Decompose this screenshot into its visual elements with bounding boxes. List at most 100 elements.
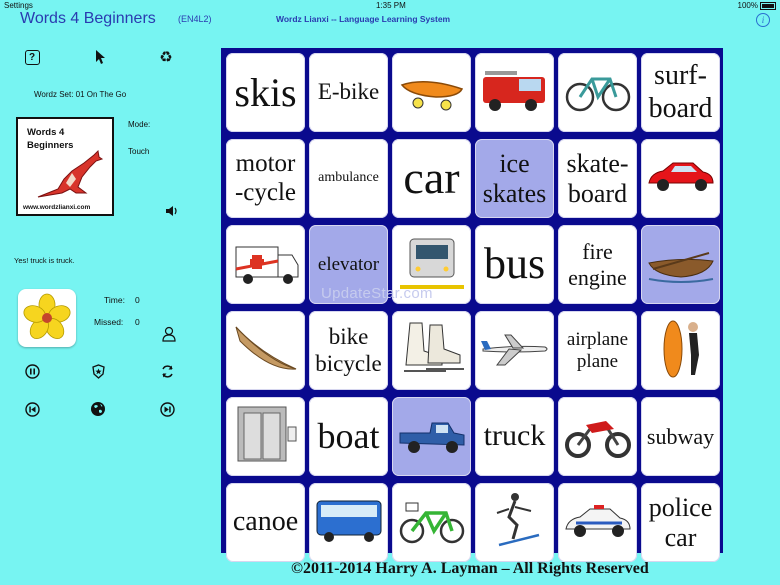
picture-tile[interactable] — [641, 311, 720, 390]
picture-tile[interactable] — [226, 311, 305, 390]
motorcycle-image — [562, 403, 634, 470]
app-title: Words 4 Beginners — [20, 10, 156, 27]
ebike-image — [396, 489, 468, 556]
fire-engine-image — [479, 59, 551, 126]
word-label: car — [403, 152, 460, 204]
word-label: bus — [483, 239, 546, 289]
word-label: motor -cycle — [234, 149, 297, 206]
word-label: airplane plane — [566, 328, 629, 372]
bicycle-image — [562, 59, 634, 126]
word-tile[interactable]: skis — [226, 53, 305, 132]
globe-icon[interactable] — [90, 401, 106, 417]
word-tile[interactable]: elevator — [309, 225, 388, 304]
status-time: 1:35 PM — [376, 1, 406, 10]
bus-image — [313, 489, 385, 556]
picture-tile[interactable] — [475, 53, 554, 132]
picture-tile[interactable] — [641, 225, 720, 304]
app-code: (EN4L2) — [178, 14, 212, 24]
picture-tile[interactable] — [392, 225, 471, 304]
user-icon[interactable] — [160, 325, 178, 343]
info-icon[interactable]: i — [756, 13, 770, 27]
word-tile[interactable]: E-bike — [309, 53, 388, 132]
word-label: ambulance — [318, 170, 379, 186]
word-label: fire engine — [568, 239, 627, 290]
next-icon[interactable] — [159, 401, 175, 417]
word-label: bike bicycle — [315, 324, 382, 376]
canoe-image — [230, 317, 302, 384]
word-label: canoe — [232, 506, 299, 538]
help-icon[interactable]: ? — [23, 48, 41, 66]
picture-tile[interactable] — [392, 53, 471, 132]
word-label: surf- board — [648, 60, 713, 124]
word-tile[interactable]: canoe — [226, 483, 305, 562]
system-title: Wordz Lianxi -- Language Learning System — [276, 14, 451, 24]
battery-icon — [760, 1, 776, 10]
cursor-icon[interactable] — [92, 48, 110, 66]
word-label: skis — [234, 69, 297, 115]
picture-tile[interactable] — [558, 397, 637, 476]
time-value: 0 — [135, 295, 140, 305]
word-label: E-bike — [317, 79, 380, 105]
flower-icon — [23, 293, 71, 339]
status-bar: Settings 1:35 PM 100% — [0, 0, 780, 12]
logo-title: Words 4 Beginners — [27, 126, 73, 152]
word-tile[interactable]: ambulance — [309, 139, 388, 218]
word-tile[interactable]: fire engine — [558, 225, 637, 304]
status-carrier: Settings — [4, 1, 33, 10]
picture-tile[interactable] — [558, 483, 637, 562]
word-tile[interactable]: police car — [641, 483, 720, 562]
word-label: skate- board — [566, 148, 629, 208]
pickup-truck-image — [396, 403, 468, 470]
previous-icon[interactable] — [24, 401, 40, 417]
picture-tile[interactable] — [558, 53, 637, 132]
picture-tile[interactable] — [475, 483, 554, 562]
word-label: truck — [483, 419, 546, 453]
word-tile[interactable]: truck — [475, 397, 554, 476]
word-tile[interactable]: motor -cycle — [226, 139, 305, 218]
ambulance-image — [230, 231, 302, 298]
word-tile[interactable]: subway — [641, 397, 720, 476]
missed-label: Missed: — [94, 317, 124, 327]
picture-tile[interactable] — [392, 397, 471, 476]
status-battery: 100% — [738, 1, 776, 10]
picture-tile[interactable] — [309, 483, 388, 562]
copyright-footer: ©2011-2014 Harry A. Layman – All Rights … — [291, 560, 649, 577]
subway-train-image — [396, 231, 468, 298]
elevator-image — [230, 403, 302, 470]
word-tile[interactable]: surf- board — [641, 53, 720, 132]
picture-tile[interactable] — [226, 225, 305, 304]
skier-image — [479, 489, 551, 556]
badge-icon[interactable] — [90, 363, 106, 379]
refresh-icon[interactable] — [159, 363, 175, 379]
word-tile[interactable]: ice skates — [475, 139, 554, 218]
game-board: skis E-bike surf- board motor -cycle ambulan… — [221, 48, 723, 562]
pause-icon[interactable] — [24, 363, 40, 379]
feedback-message: Yes! truck is truck. — [14, 256, 75, 265]
picture-tile[interactable] — [392, 483, 471, 562]
picture-tile[interactable] — [641, 139, 720, 218]
word-tile[interactable]: airplane plane — [558, 311, 637, 390]
word-tile[interactable]: skate- board — [558, 139, 637, 218]
mode-value[interactable]: Touch — [128, 147, 150, 156]
word-label: boat — [317, 415, 380, 456]
word-tile[interactable]: bus — [475, 225, 554, 304]
wordset-label: Wordz Set: 01 On The Go — [34, 90, 127, 99]
picture-tile[interactable] — [475, 311, 554, 390]
battery-percent: 100% — [737, 1, 758, 10]
word-label: police car — [648, 492, 713, 552]
flower-card[interactable] — [18, 289, 76, 347]
app-logo: Words 4 Beginners www.wordzlianxi.com — [16, 117, 114, 216]
car-image — [645, 145, 717, 212]
speaker-icon[interactable] — [163, 202, 181, 220]
picture-tile[interactable] — [392, 311, 471, 390]
watermark: UpdateStar.com — [321, 285, 433, 302]
kangaroo-icon — [37, 149, 104, 198]
missed-value: 0 — [135, 317, 140, 327]
picture-tile[interactable] — [226, 397, 305, 476]
recycle-icon[interactable]: ♻ — [159, 49, 173, 66]
word-tile[interactable]: bike bicycle — [309, 311, 388, 390]
word-tile[interactable]: boat — [309, 397, 388, 476]
word-tile[interactable]: car — [392, 139, 471, 218]
word-label: subway — [646, 423, 715, 449]
time-label: Time: — [104, 295, 125, 305]
